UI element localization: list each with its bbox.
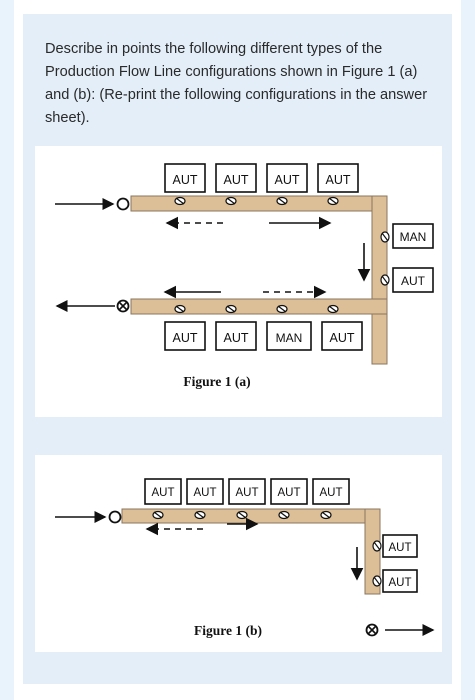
- station-box: [382, 534, 418, 558]
- station-box: [266, 163, 308, 193]
- station-box: [266, 321, 312, 351]
- figure-b-panel: AUT AUT AUT AUT AUT AUT AUT Figure 1 (b): [35, 455, 442, 652]
- figure-b-diagram: AUT AUT AUT AUT AUT AUT AUT Figure 1 (b): [55, 478, 435, 638]
- station-label: MAN: [400, 230, 427, 244]
- station-label: MAN: [276, 331, 303, 345]
- conveyor-top: [130, 195, 386, 212]
- station-box: [321, 321, 363, 351]
- station-label: AUT: [194, 487, 217, 499]
- station-label: AUT: [389, 542, 412, 554]
- figure-a-diagram: AUT AUT AUT AUT MAN AUT AUT AUT MAN AUT …: [55, 163, 434, 389]
- workhead-icon: [380, 231, 390, 286]
- figure-a-panel: AUT AUT AUT AUT MAN AUT AUT AUT MAN AUT …: [35, 146, 442, 417]
- workhead-icon: [372, 540, 382, 587]
- workhead-icon: [174, 304, 339, 314]
- station-label: AUT: [236, 487, 259, 499]
- station-box: [164, 321, 206, 351]
- station-label: AUT: [173, 331, 198, 345]
- station-label: AUT: [389, 577, 412, 589]
- station-box: [228, 478, 266, 505]
- station-box: [144, 478, 182, 505]
- conveyor-right: [364, 508, 381, 595]
- station-label: AUT: [152, 487, 175, 499]
- station-box: [270, 478, 308, 505]
- station-box: [392, 267, 434, 293]
- station-box: [215, 163, 257, 193]
- station-label: AUT: [275, 173, 300, 187]
- entry-node: [116, 197, 130, 211]
- figure-a-caption: Figure 1 (a): [183, 374, 250, 389]
- figure-b-caption: Figure 1 (b): [194, 623, 262, 638]
- station-label: AUT: [224, 331, 249, 345]
- station-box: [392, 223, 434, 249]
- station-box: [186, 478, 224, 505]
- station-label: AUT: [278, 487, 301, 499]
- station-label: AUT: [401, 274, 426, 288]
- station-label: AUT: [330, 331, 355, 345]
- station-label: AUT: [326, 173, 351, 187]
- station-box: [312, 478, 350, 505]
- station-box: [317, 163, 359, 193]
- station-label: AUT: [173, 173, 198, 187]
- station-label: AUT: [320, 487, 343, 499]
- workhead-icon: [174, 196, 339, 206]
- workhead-icon: [152, 510, 332, 520]
- entry-node: [108, 510, 122, 524]
- station-box: [215, 321, 257, 351]
- station-label: AUT: [224, 173, 249, 187]
- station-box: [382, 569, 418, 593]
- question-text: Describe in points the following differe…: [45, 41, 428, 126]
- station-box: [164, 163, 206, 193]
- conveyor-bottom: [130, 298, 388, 315]
